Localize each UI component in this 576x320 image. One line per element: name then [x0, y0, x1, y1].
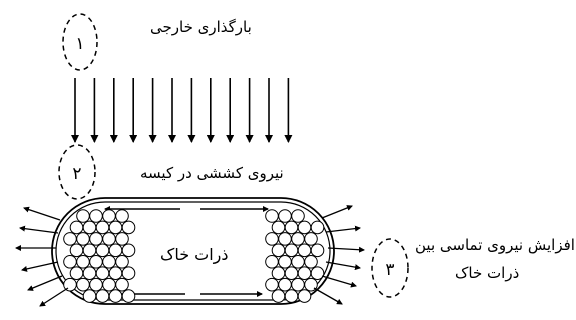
soil-particle	[108, 289, 123, 303]
soil-particle	[121, 289, 136, 303]
contact-force-arrow	[327, 246, 365, 253]
soil-particle	[63, 254, 77, 269]
bag-inner-outline	[55, 201, 331, 301]
marker-2-number: ۲	[72, 164, 81, 184]
soil-particle	[310, 220, 325, 235]
soil-particle	[69, 220, 84, 235]
soil-particle	[304, 232, 318, 246]
soil-particle	[108, 266, 123, 281]
soil-particle	[89, 209, 103, 223]
soil-particle	[284, 289, 299, 303]
soil-particle	[108, 243, 123, 258]
soil-particle	[265, 232, 279, 246]
soil-particle	[95, 220, 110, 235]
soil-particle	[265, 209, 279, 223]
soil-particle	[115, 254, 129, 269]
bag-outer-outline	[51, 197, 335, 305]
soil-particle	[278, 277, 292, 292]
contact-force-arrow	[39, 287, 69, 307]
marker-1-ellipse	[62, 13, 98, 71]
soil-particle	[284, 266, 299, 281]
soil-particle	[291, 209, 305, 223]
contact-force-arrow	[321, 205, 353, 219]
soil-particle	[271, 266, 286, 281]
tensile-force-label: نیروی کششی در کیسه	[140, 164, 284, 182]
soil-particle	[278, 232, 292, 246]
soil-particle	[291, 277, 305, 292]
soil-particle	[102, 209, 116, 223]
contact-force-arrow	[23, 206, 61, 221]
contact-force-arrow	[313, 287, 343, 305]
soil-particle	[265, 254, 279, 269]
soil-particle	[82, 220, 97, 235]
contact-force-arrow	[19, 225, 59, 234]
soil-particle	[278, 254, 292, 269]
soil-particle	[297, 243, 312, 258]
soil-particle	[291, 232, 305, 246]
contact-force-label-line2: ذرات خاک	[455, 264, 520, 282]
soil-particle	[76, 277, 90, 292]
soil-particle	[95, 243, 110, 258]
soil-particle	[69, 243, 84, 258]
soil-particle	[89, 277, 103, 292]
soil-particle	[76, 254, 90, 269]
contact-force-arrow	[21, 261, 59, 272]
soil-particle	[304, 254, 318, 269]
soil-particle	[82, 289, 97, 303]
soil-particle	[310, 266, 325, 281]
soil-particles	[63, 209, 325, 303]
soil-particle	[297, 289, 312, 303]
marker-3-ellipse	[371, 238, 409, 298]
soil-particle	[82, 243, 97, 258]
soil-particle	[82, 266, 97, 281]
soil-particle	[291, 254, 305, 269]
soil-particle	[76, 209, 90, 223]
soil-particle	[89, 232, 103, 246]
soil-particle	[95, 289, 110, 303]
soil-particle	[115, 232, 129, 246]
marker-3-number: ۳	[385, 260, 394, 280]
contact-force-arrow	[27, 275, 63, 291]
soil-particle	[108, 220, 123, 235]
soil-particle	[271, 243, 286, 258]
soil-particle	[271, 289, 286, 303]
soil-particle	[102, 277, 116, 292]
soil-particle	[121, 243, 136, 258]
soil-particle	[265, 277, 279, 292]
marker-1-number: ۱	[75, 34, 84, 54]
soil-particle	[89, 254, 103, 269]
soil-particle	[121, 266, 136, 281]
soil-particle	[102, 254, 116, 269]
external-load-arrows	[71, 78, 293, 143]
contact-force-arrow	[321, 275, 357, 288]
contact-force-arrows	[15, 205, 365, 307]
external-load-label: بارگذاری خارجی	[150, 18, 252, 36]
soil-particle	[121, 220, 136, 235]
contact-force-arrow	[325, 225, 361, 233]
soil-particle	[63, 232, 77, 246]
soil-particle	[297, 266, 312, 281]
soil-particle	[271, 220, 286, 235]
soil-particle	[284, 220, 299, 235]
soil-particle	[69, 266, 84, 281]
marker-2-ellipse	[58, 144, 96, 200]
contact-force-arrow	[325, 261, 361, 271]
soil-particle	[102, 232, 116, 246]
soil-particle	[310, 243, 325, 258]
soil-particle	[278, 209, 292, 223]
soil-particle	[115, 277, 129, 292]
soil-particles-label: ذرات خاک	[160, 245, 229, 264]
soil-particle	[76, 232, 90, 246]
soil-particle	[284, 243, 299, 258]
contact-force-label-line1: افزایش نیروی تماسی بین	[415, 236, 575, 254]
soil-particle	[297, 220, 312, 235]
soil-particle	[95, 266, 110, 281]
soil-particle	[115, 209, 129, 223]
